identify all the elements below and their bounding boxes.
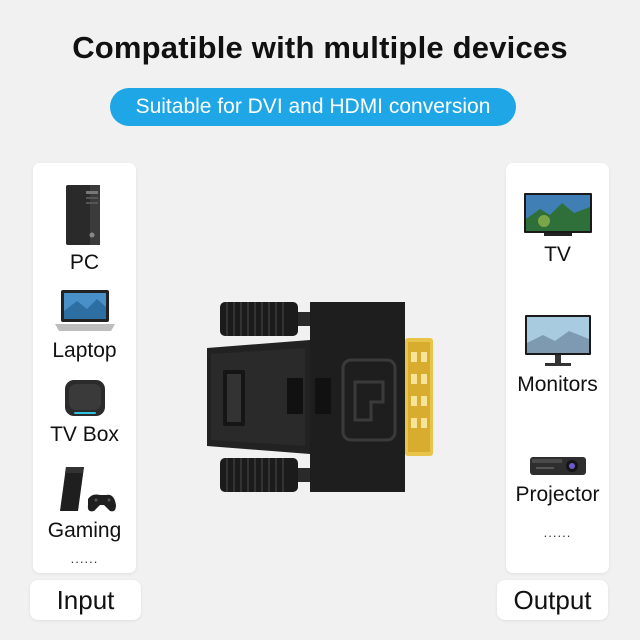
monitor-icon: [524, 315, 591, 366]
game-console-icon: [59, 467, 116, 512]
projector-icon: [529, 457, 586, 475]
device-label: Gaming: [47, 519, 122, 542]
more-devices-ellipsis: ......: [543, 525, 572, 540]
input-label-badge: Input: [30, 580, 141, 620]
more-devices-ellipsis: ......: [70, 551, 99, 566]
device-label: Monitors: [517, 373, 598, 396]
device-projector: Projector: [506, 451, 609, 507]
device-label: TV: [544, 243, 571, 266]
laptop-icon: [54, 290, 115, 331]
device-label: Laptop: [52, 339, 117, 362]
output-label-badge: Output: [497, 580, 608, 620]
device-label: PC: [69, 251, 100, 274]
pc-tower-icon: [65, 185, 100, 245]
dvi-hdmi-adapter-icon: [207, 302, 433, 492]
device-label: TV Box: [50, 423, 119, 446]
tv-box-icon: [64, 380, 105, 416]
tv-icon: [523, 193, 592, 236]
device-tv-box: TV Box: [33, 377, 136, 447]
device-pc: PC: [33, 183, 136, 275]
output-device-panel: TV Monitors Projector ......: [506, 163, 609, 573]
device-tv: TV: [506, 191, 609, 267]
device-label: Projector: [515, 483, 600, 506]
input-device-panel: PC Laptop TV Box Gaming ......: [33, 163, 136, 573]
device-monitor: Monitors: [506, 313, 609, 397]
subtitle-badge: Suitable for DVI and HDMI conversion: [110, 88, 516, 126]
device-laptop: Laptop: [33, 287, 136, 363]
page-title: Compatible with multiple devices: [72, 30, 568, 65]
device-gaming: Gaming: [33, 465, 136, 543]
